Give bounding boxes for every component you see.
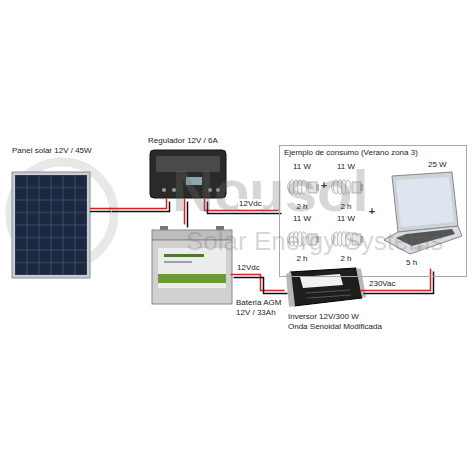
load-value: 25 W	[428, 160, 447, 170]
red-wire	[361, 269, 431, 291]
red-wire	[109, 199, 167, 209]
wire-pair	[109, 199, 170, 212]
load-value: 11 W	[284, 214, 320, 224]
black-wire	[364, 272, 434, 294]
black-wire	[90, 211, 111, 213]
component-label: Regulador 12V / 6A	[148, 136, 218, 146]
black-wire	[234, 278, 288, 294]
component-label: Inversor 12V/300 W	[288, 312, 359, 322]
watermark-logo	[10, 162, 114, 266]
voltage-label: 12Vdc	[238, 199, 263, 209]
load-value: 2 h	[284, 202, 320, 212]
load-value: 11 W	[328, 162, 364, 172]
battery-stripe	[158, 274, 226, 283]
voltage-label: 230Vac	[368, 279, 397, 289]
load-value: 11 W	[284, 162, 320, 172]
inverter-end	[356, 268, 366, 298]
load-value: 2 h	[284, 254, 320, 264]
wire-pair	[231, 275, 288, 294]
voltage-label: 12Vdc	[236, 263, 261, 273]
wire-pair	[361, 269, 434, 294]
logo-ring	[10, 162, 114, 266]
panel-cells	[15, 175, 87, 275]
laptop-lid	[392, 172, 458, 232]
laptop-screen	[396, 177, 454, 227]
load-value: 11 W	[328, 214, 364, 224]
panel-frame	[12, 172, 90, 278]
red-wire	[231, 275, 285, 291]
load-value: 2 h	[328, 254, 364, 264]
load-value: 5 h	[406, 258, 417, 268]
panel-wire-stub	[90, 209, 111, 212]
box-heading: Ejemplo de consumo (Verano zona 3)	[284, 148, 418, 158]
load-value: 2 h	[328, 202, 364, 212]
inverter-picture	[286, 268, 366, 307]
inverter-fin	[306, 290, 350, 293]
component-label: Onda Senoidal Modificada	[288, 322, 382, 332]
inverter-end	[286, 272, 295, 307]
battery-terminal	[160, 226, 168, 231]
inverter-fin	[307, 295, 351, 298]
watermark: Solar Energy Systems	[186, 226, 443, 256]
inverter-plate	[300, 274, 343, 288]
terminal-screw	[162, 188, 166, 192]
red-wire	[90, 208, 111, 210]
solar-panel-picture	[12, 172, 90, 278]
component-label: Panel solar 12V / 45W	[12, 146, 92, 156]
inverter: Inversor 12V/300 WOnda Senoidal Modifica…	[286, 266, 362, 308]
solar-panel: Panel solar 12V / 45W	[10, 146, 110, 280]
battery-mark	[164, 261, 192, 263]
component-label: Bateria AGM 12V / 33Ah	[236, 298, 284, 318]
inverter-body	[290, 268, 362, 306]
black-wire	[112, 202, 170, 212]
